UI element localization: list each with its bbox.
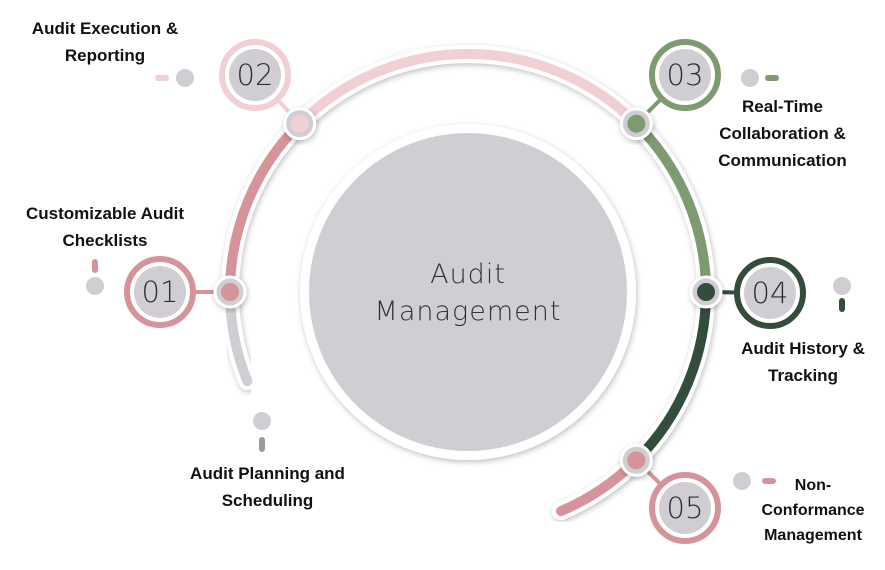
- arc-node-dot-4: [697, 283, 715, 301]
- label-line: Non-: [794, 477, 832, 494]
- label-line: Audit History &: [741, 339, 865, 358]
- center-title: Audit Management: [338, 256, 598, 330]
- label-line: Management: [764, 527, 862, 544]
- label-line: Checklists: [62, 231, 148, 250]
- label-line: Scheduling: [221, 491, 314, 510]
- label-line: Communication: [718, 151, 847, 170]
- center-title-line2: Management: [374, 296, 562, 327]
- number-badge-fill-1: [134, 266, 186, 318]
- step-number-01: 01: [141, 275, 179, 309]
- arc-node-dot-2: [290, 114, 309, 133]
- center-circle: [309, 133, 627, 451]
- step-label-03: Real-Time Collaboration & Communication: [700, 93, 865, 174]
- label-line: Audit Planning and: [190, 464, 345, 483]
- label-line: Conformance: [761, 502, 865, 519]
- step-label-planning: Audit Planning and Scheduling: [160, 460, 375, 514]
- label-line: Customizable Audit: [25, 204, 185, 223]
- arc-node-dot-3: [627, 114, 646, 133]
- decor-dot-01: [86, 277, 104, 295]
- step-label-01: Customizable Audit Checklists: [5, 200, 205, 254]
- number-badge-fill-5: [659, 482, 711, 534]
- label-line: Audit Execution &: [31, 19, 179, 38]
- label-line: Real-Time: [742, 97, 823, 116]
- step-label-02: Audit Execution & Reporting: [5, 15, 205, 69]
- step-label-04: Audit History & Tracking: [718, 335, 885, 389]
- number-badge-fill-3: [659, 49, 711, 101]
- decor-dot-05: [733, 472, 751, 490]
- step-number-04: 04: [751, 276, 789, 310]
- label-line: Tracking: [768, 366, 838, 385]
- arc-node-dot-1: [221, 283, 239, 301]
- decor-dot-04: [833, 277, 851, 295]
- step-number-02: 02: [236, 58, 274, 92]
- number-badge-fill-2: [229, 49, 281, 101]
- arc-node-dot-5: [627, 451, 646, 470]
- number-badge-fill-4: [744, 267, 796, 319]
- decor-dot-03: [741, 69, 759, 87]
- label-line: Collaboration &: [719, 124, 846, 143]
- center-title-line1: Audit: [430, 259, 506, 290]
- arc-step-01: [225, 118, 305, 297]
- arc-step-04: [631, 287, 711, 466]
- decor-dot-02: [176, 69, 194, 87]
- step-label-05: Non- Conformance Management: [738, 473, 885, 548]
- label-line: Reporting: [64, 46, 146, 65]
- decor-dot-planning: [253, 412, 271, 430]
- step-number-03: 03: [666, 58, 704, 92]
- arc-step-03: [631, 118, 711, 297]
- arc-step-02: [294, 49, 642, 129]
- step-number-05: 05: [666, 491, 704, 525]
